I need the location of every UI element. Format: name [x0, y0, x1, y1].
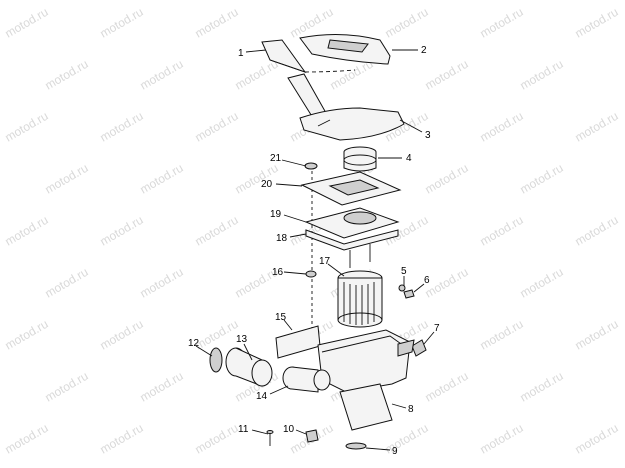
part-3-duct-cover	[287, 73, 405, 141]
callout-5: 5	[401, 266, 407, 277]
callout-18: 18	[276, 233, 288, 244]
watermark-text: motod.ru	[573, 317, 621, 353]
callout-11: 11	[238, 424, 249, 435]
watermark-text: motod.ru	[193, 109, 241, 145]
callout-17: 17	[319, 256, 331, 267]
watermark-text: motod.ru	[193, 5, 241, 41]
watermark-text: motod.ru	[3, 421, 51, 457]
watermark-text: motod.ru	[478, 317, 526, 353]
watermark-text: motod.ru	[518, 57, 566, 93]
part-15-gasket-sheet	[275, 325, 321, 359]
watermark-text: motod.ru	[478, 109, 526, 145]
callout-14: 14	[256, 391, 268, 402]
part-16-washer	[305, 270, 317, 278]
watermark-text: motod.ru	[43, 369, 91, 405]
part-4-rubber-sleeve	[343, 146, 377, 172]
part-6-nut	[403, 289, 415, 299]
watermark-text: motod.ru	[478, 5, 526, 41]
callout-12: 12	[188, 338, 200, 349]
callout-3: 3	[425, 130, 431, 141]
watermark-text: motod.ru	[518, 265, 566, 301]
part-20-gasket-frame	[300, 171, 402, 206]
part-12-clamp	[209, 347, 223, 373]
watermark-text: motod.ru	[193, 317, 241, 353]
watermark-text: motod.ru	[423, 57, 471, 93]
callout-20: 20	[261, 179, 273, 190]
part-2-top-cover	[299, 33, 391, 73]
watermark-text: motod.ru	[478, 213, 526, 249]
part-5-bolt	[398, 284, 406, 292]
watermark-text: motod.ru	[43, 57, 91, 93]
watermark-text: motod.ru	[43, 265, 91, 301]
part-11-screw	[266, 430, 274, 446]
watermark-text: motod.ru	[518, 369, 566, 405]
callout-6: 6	[424, 275, 430, 286]
watermark-text: motod.ru	[3, 5, 51, 41]
watermark-text: motod.ru	[233, 161, 281, 197]
watermark-text: motod.ru	[383, 421, 431, 457]
watermark-text: motod.ru	[423, 265, 471, 301]
callout-16: 16	[272, 267, 284, 278]
callout-1: 1	[238, 48, 244, 59]
watermark-text: motod.ru	[383, 5, 431, 41]
callout-7: 7	[434, 323, 440, 334]
watermark-text: motod.ru	[3, 317, 51, 353]
callout-21: 21	[270, 153, 282, 164]
part-21-clip	[304, 162, 318, 170]
part-7-bracket	[411, 339, 427, 357]
watermark-text: motod.ru	[193, 213, 241, 249]
callout-9: 9	[392, 446, 398, 457]
watermark-text: motod.ru	[423, 369, 471, 405]
watermark-text: motod.ru	[3, 213, 51, 249]
part-17-filter-element	[337, 270, 383, 328]
part-8-air-box-housing	[317, 329, 415, 431]
watermark-text: motod.ru	[138, 369, 186, 405]
watermark-text: motod.ru	[383, 213, 431, 249]
watermark-text: motod.ru	[423, 161, 471, 197]
callout-2: 2	[421, 45, 427, 56]
watermark-text: motod.ru	[478, 421, 526, 457]
watermark-text: motod.ru	[138, 161, 186, 197]
watermark-text: motod.ru	[43, 161, 91, 197]
callout-4: 4	[406, 153, 412, 164]
leader-lines	[195, 49, 435, 451]
callout-19: 19	[270, 209, 282, 220]
watermark-text: motod.ru	[98, 421, 146, 457]
callout-15: 15	[275, 312, 287, 323]
watermark-text: motod.ru	[3, 109, 51, 145]
watermark-text: motod.ru	[98, 213, 146, 249]
part-13-intake-tube	[225, 347, 273, 387]
watermark-text: motod.ru	[233, 57, 281, 93]
watermark-text: motod.ru	[138, 265, 186, 301]
watermark-text: motod.ru	[573, 109, 621, 145]
part-9-grommet	[345, 442, 367, 450]
watermark-text: motod.ru	[193, 421, 241, 457]
callout-10: 10	[283, 424, 295, 435]
part-18-lid-seal	[305, 229, 399, 268]
part-14-coupler	[282, 366, 331, 393]
watermark-text: motod.ru	[573, 5, 621, 41]
watermark-text: motod.ru	[518, 161, 566, 197]
part-10-drain-plug	[305, 429, 319, 443]
watermark-text: motod.ru	[138, 57, 186, 93]
watermark-text: motod.ru	[98, 5, 146, 41]
part-19-filter-lid	[304, 207, 400, 239]
callout-8: 8	[408, 404, 414, 415]
watermark-text: motod.ru	[98, 317, 146, 353]
watermark-text: motod.ru	[98, 109, 146, 145]
callout-labels: 1 2 3 4 5 6 7 8 9 10 11 12 13 14 15 16 1…	[188, 45, 440, 457]
watermark-text: motod.ru	[573, 421, 621, 457]
watermark-text: motod.ru	[573, 213, 621, 249]
callout-13: 13	[236, 334, 248, 345]
